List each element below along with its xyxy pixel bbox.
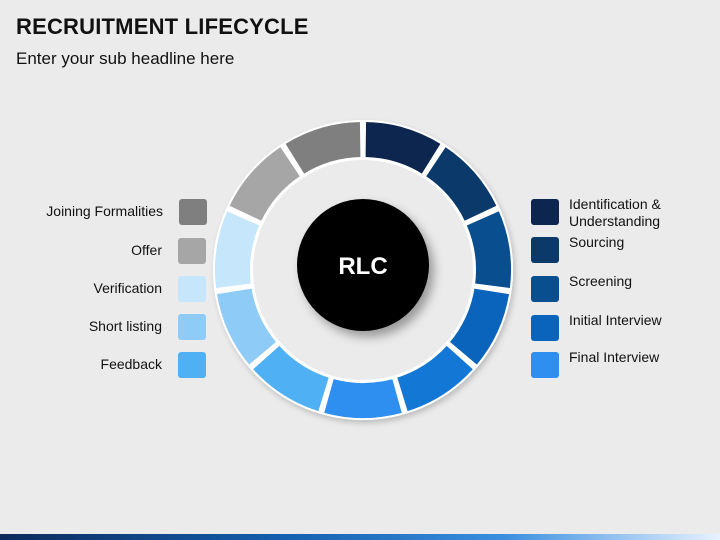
legend-swatch [178, 352, 206, 378]
legend-swatch [531, 352, 559, 378]
legend-label: Identification & Understanding [569, 196, 661, 229]
legend-swatch [531, 315, 559, 341]
legend-label: Screening [569, 273, 633, 289]
legend-item-offer: Offer [0, 238, 206, 264]
ring-segment [363, 120, 444, 177]
legend-swatch [178, 314, 206, 340]
ring-segment [464, 208, 513, 291]
legend-item-verification: Verification [0, 276, 206, 302]
legend-label: Sourcing [569, 234, 625, 250]
legend-swatch [178, 276, 206, 302]
legend-swatch [531, 276, 559, 302]
legend-label: Verification [93, 280, 162, 296]
ring-segment [447, 286, 512, 368]
ring-segment [213, 208, 262, 291]
legend-label: Final Interview [569, 349, 660, 365]
center-label: RLC [338, 253, 387, 280]
ring-segment [250, 343, 332, 414]
ring-segment [282, 120, 363, 177]
ring-segment [214, 286, 279, 368]
legend-label: Offer [131, 242, 162, 258]
legend-item-short-listing: Short listing [0, 314, 206, 340]
ring-segment [423, 144, 499, 224]
legend-item-feedback: Feedback [0, 352, 206, 378]
legend-swatch [531, 199, 559, 225]
legend-swatch [531, 237, 559, 263]
footer-bar [0, 534, 720, 540]
legend-label: Feedback [100, 356, 162, 372]
legend-swatch [178, 238, 206, 264]
legend-swatch [179, 199, 207, 225]
ring-segment [227, 144, 303, 224]
page-subtitle: Enter your sub headline here [16, 49, 235, 68]
page-title: RECRUITMENT LIFECYCLE [16, 14, 309, 39]
center-circle [297, 199, 429, 331]
ring-segment [321, 376, 405, 420]
legend-label: Joining Formalities [46, 203, 163, 219]
legend-label: Initial Interview [569, 312, 662, 328]
legend-label: Short listing [88, 318, 162, 334]
ring-segments [213, 120, 513, 420]
legend-item-joining-formalities: Joining Formalities [0, 199, 207, 225]
ring-segment [394, 343, 476, 414]
